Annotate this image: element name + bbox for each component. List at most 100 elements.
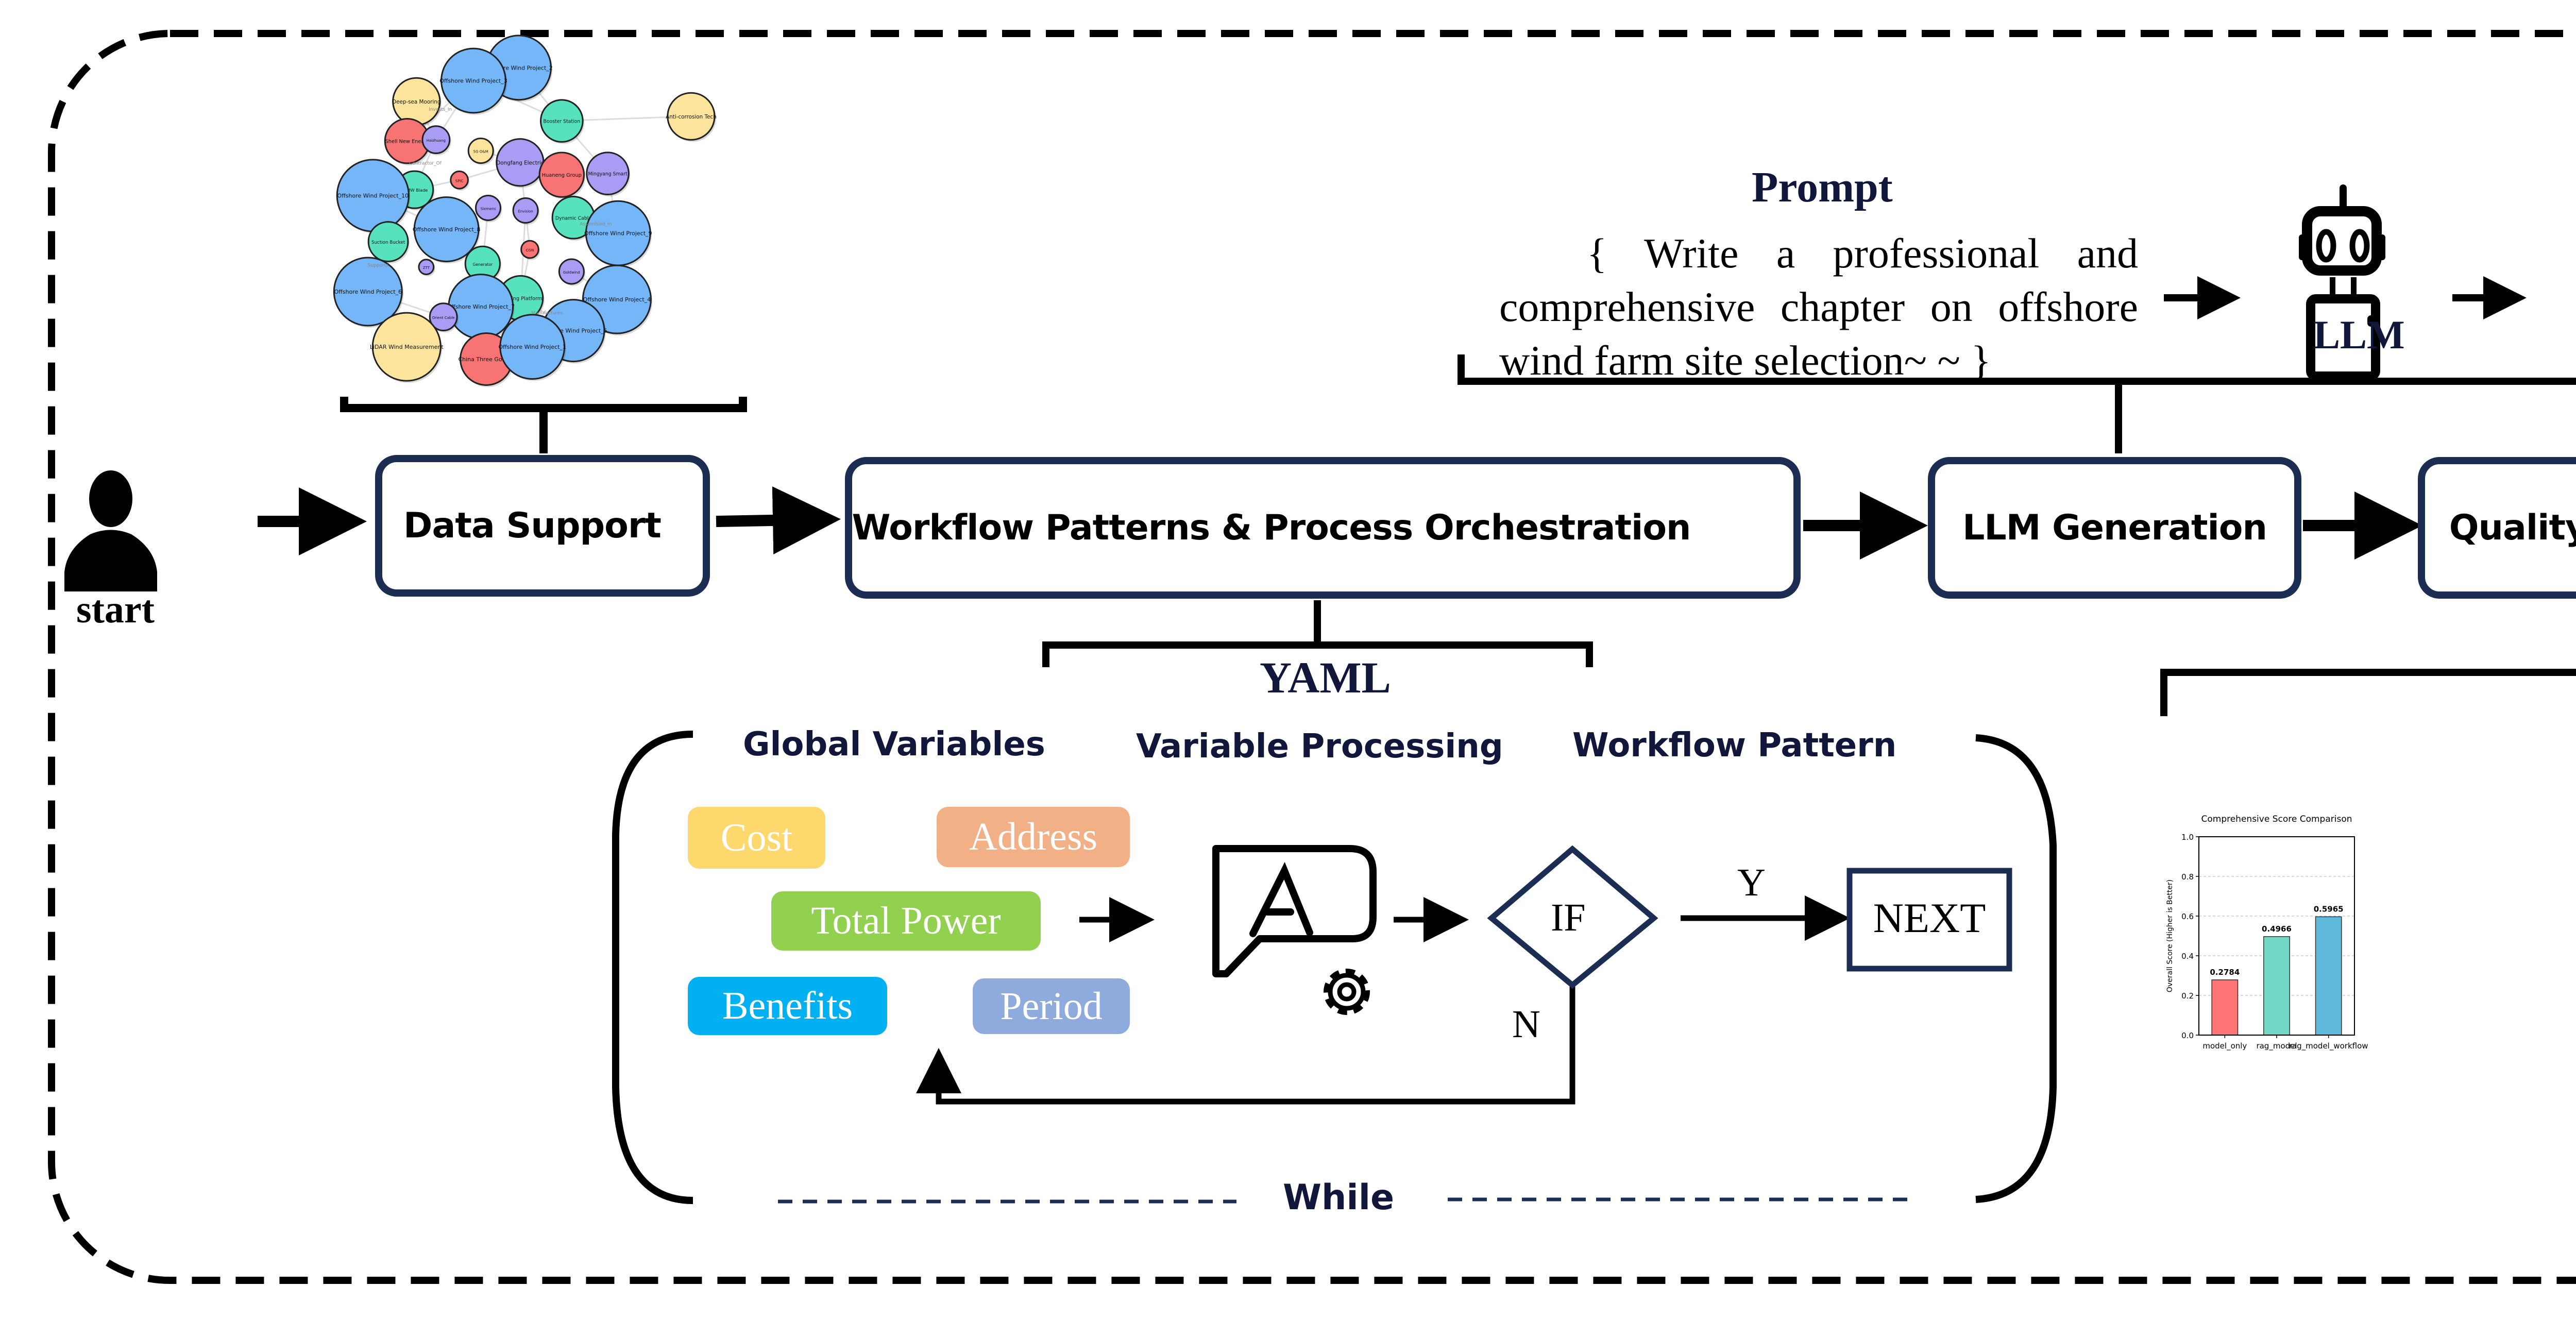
variable-chip-cost[interactable]: Cost [688,807,825,869]
yes-label: Y [1737,861,1766,904]
brace-yaml [1042,600,1593,667]
graph-node-label: Suction Bucket [371,240,405,245]
graph-node [540,99,584,143]
graph-node-label: Anti-corrosion Tech [666,114,717,120]
prompt-line: wind farm site selection~ ~ } [1499,337,1991,384]
graph-node-label: Offshore Wind Project_9 [584,230,652,237]
bar-value-label: 0.4966 [2262,924,2292,934]
graph-node [333,257,403,327]
y-tick-label: 0.4 [2181,952,2194,961]
variable-chip-address[interactable]: Address [937,807,1130,867]
person-icon [64,470,157,591]
graph-node-label: Orient Cable [432,316,455,320]
graph-edge-label: Supports [368,263,389,268]
no-label: N [1512,1003,1540,1046]
variable-chip-total-power[interactable]: Total Power [771,891,1041,951]
graph-node [421,125,451,155]
y-axis-label: Overall Score (Higher is Better) [2166,879,2174,992]
bar-chart: Comprehensive Score Comparison0.00.20.40… [2166,814,2368,1051]
prompt-title: Prompt [1752,163,1893,211]
graph-node-label: Offshore Wind Project_8 [413,226,481,233]
graph-edge-label: Manufactures [531,311,563,316]
x-tick-label: rag_model_workflow [2289,1041,2368,1051]
graph-node-label: Offshore Wind Project_1 [498,344,566,350]
yaml-left-bracket [612,731,693,1204]
graph-node [538,151,585,198]
workflow-pattern-title: Workflow Pattern [1572,726,1897,765]
stage-label: Workflow Patterns & Process Orchestratio… [852,507,1691,548]
graph-edge-label: Contractor_Of [409,161,442,166]
graph-edge-label: Invests_In [429,107,452,112]
graph-node-label: Envision [518,210,533,214]
graph-node-label: 16MW Blade [401,188,428,193]
graph-node-label: Generator [472,262,493,267]
stage-label: LLM Generation [1962,507,2267,548]
graph-node-label: CGN [526,248,534,252]
graph-node [450,170,469,190]
y-tick-label: 0.6 [2181,912,2194,921]
graph-node-label: Offshore Wind Project_7 [447,303,515,310]
robot-icon [2299,184,2385,381]
x-tick-label: model_only [2202,1041,2247,1051]
llm-label: LLM [2313,312,2405,357]
graph-node-label: Haizhuang [427,139,446,143]
graph-node [667,92,716,141]
variable-chip-period[interactable]: Period [973,978,1130,1034]
ai-processing-icon [1212,845,1377,977]
graph-node-label: Offshore Wind Project_10 [337,193,409,199]
prompt-line: comprehensive chapter on offshore [1499,283,2138,330]
x-tick-label: rag_model [2256,1041,2297,1051]
bar-chart-title: Comprehensive Score Comparison [2201,814,2352,824]
graph-node-label: Mingyang Smart [588,172,628,177]
loop-back-arrow [916,969,1575,1105]
graph-node-label: Goldwind [563,270,580,275]
graph-node [558,258,585,285]
graph-node [440,47,506,114]
graph-node [520,240,539,259]
next-label: NEXT [1873,894,1986,941]
graph-node [499,314,566,380]
graph-edge-label: Assembled_In [580,222,612,227]
bar [2315,916,2342,1036]
brace-data-support [340,397,747,453]
graph-node-label: Dynamic Cable [555,215,591,221]
graph-node [586,151,630,195]
graph-node-label: LiDAR Wind Measurement [370,344,444,350]
graph-node-label: Shell New Energy [385,139,430,145]
prompt-text: { Write a professional and comprehensive… [1499,227,2138,387]
y-tick-label: 0.0 [2181,1031,2194,1040]
brace-prompt [1458,354,2576,453]
if-label: IF [1551,896,1586,939]
y-tick-label: 1.0 [2181,833,2194,842]
while-label: While [1283,1177,1395,1218]
y-tick-label: 0.8 [2181,872,2194,882]
graph-node [512,197,539,224]
graph-node-label: SPIC [455,179,464,183]
yaml-right-bracket [1975,734,2057,1203]
dashed-frame [48,30,2576,1284]
graph-node-label: Booster Station [544,119,581,125]
stage-quality-assurance[interactable]: Quality Assurance [2418,457,2576,599]
yaml-title: YAML [1260,653,1391,702]
stage-llm-generation[interactable]: LLM Generation [1928,457,2301,599]
stage-label: Quality Assurance [2449,507,2576,548]
graph-node-label: Offshore Wind Project_3 [439,78,507,84]
variable-chip-benefits[interactable]: Benefits [688,977,887,1035]
bar-value-label: 0.5965 [2314,904,2344,913]
graph-node [475,194,502,221]
graph-node [467,138,494,164]
graph-node-label: 5G O&M [473,150,488,154]
graph-node-label: China Three Gorges [458,356,514,363]
start-label: start [76,588,155,631]
graph-node-label: Siemens [481,207,496,211]
next-box [1846,868,2012,972]
graph-node-label: ZTT [423,266,430,270]
stage-workflow-orchestration[interactable]: Workflow Patterns & Process Orchestratio… [845,457,1801,599]
bar [2263,936,2290,1036]
variable-processing-title: Variable Processing [1136,727,1503,766]
gear-icon [1324,969,1370,1015]
graph-node [371,312,442,382]
stage-data-support[interactable]: Data Support [375,455,710,597]
